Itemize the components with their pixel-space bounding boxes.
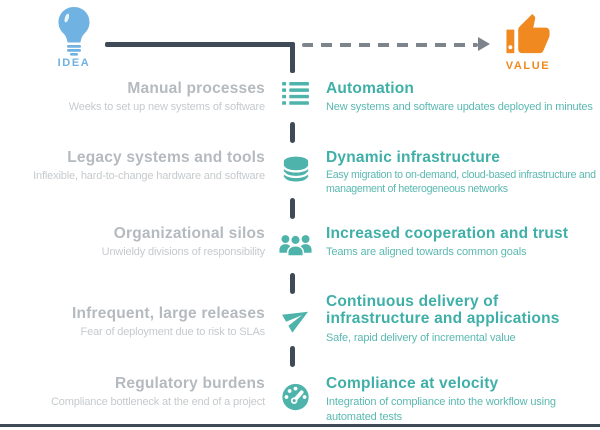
- connector-dash: [290, 122, 295, 143]
- new-practice-desc: Easy migration to on-demand, cloud-based…: [326, 169, 596, 196]
- old-practice: Manual processes Weeks to set up new sys…: [0, 80, 265, 115]
- lightbulb-icon: [58, 7, 90, 56]
- flow-line-elbow: [290, 42, 295, 73]
- idea-label: IDEA: [57, 57, 91, 69]
- value-label: VALUE: [505, 60, 551, 72]
- transformation-row-infrequent-releases: Infrequent, large releases Fear of deplo…: [0, 293, 600, 345]
- bottom-divider: [0, 424, 600, 427]
- new-practice-title: Automation: [326, 80, 415, 97]
- row-icon-wrap: [265, 293, 326, 345]
- old-practice: Infrequent, large releases Fear of deplo…: [0, 293, 265, 345]
- flow-arrowhead: [478, 37, 490, 51]
- new-practice: Dynamic infrastructure Easy migration to…: [326, 149, 600, 197]
- flow-line-solid: [105, 42, 293, 47]
- old-practice-desc: Inflexible, hard-to-change hardware and …: [33, 170, 265, 183]
- row-icon-wrap: [265, 80, 326, 115]
- new-practice-title: Continuous delivery of infrastructure an…: [326, 293, 560, 328]
- new-practice: Compliance at velocity Integration of co…: [326, 375, 600, 424]
- connector-dash: [290, 346, 295, 367]
- flow-line-dashed: [302, 42, 478, 47]
- gauge-icon: [282, 383, 309, 411]
- new-practice: Automation New systems and software upda…: [326, 80, 600, 115]
- new-practice: Continuous delivery of infrastructure an…: [326, 293, 600, 345]
- new-practice: Increased cooperation and trust Teams ar…: [326, 225, 600, 260]
- paper-plane-icon: [281, 311, 308, 333]
- database-icon: [282, 156, 309, 184]
- old-practice-title: Organizational silos: [113, 225, 265, 242]
- list-icon: [282, 82, 309, 105]
- old-practice-desc: Fear of deployment due to risk to SLAs: [80, 326, 266, 339]
- transformation-row-organizational-silos: Organizational silos Unwieldy divisions …: [0, 225, 600, 260]
- new-practice-title: Increased cooperation and trust: [326, 225, 569, 242]
- old-practice-title: Manual processes: [127, 80, 265, 97]
- row-icon-wrap: [265, 225, 326, 260]
- new-practice-desc: New systems and software updates deploye…: [326, 101, 593, 114]
- transformation-row-regulatory-burdens: Regulatory burdens Compliance bottleneck…: [0, 375, 600, 424]
- connector-dash: [290, 198, 295, 219]
- transformation-row-manual-processes: Manual processes Weeks to set up new sys…: [0, 80, 600, 115]
- old-practice-title: Regulatory burdens: [114, 375, 265, 392]
- old-practice: Organizational silos Unwieldy divisions …: [0, 225, 265, 260]
- old-practice: Legacy systems and tools Inflexible, har…: [0, 149, 265, 197]
- new-practice-title: Dynamic infrastructure: [326, 149, 501, 166]
- row-icon-wrap: [265, 375, 326, 424]
- old-practice-desc: Compliance bottleneck at the end of a pr…: [51, 396, 265, 409]
- new-practice-desc: Safe, rapid delivery of incremental valu…: [326, 331, 516, 344]
- new-practice-title: Compliance at velocity: [326, 375, 499, 392]
- old-practice-title: Legacy systems and tools: [67, 149, 265, 166]
- new-practice-desc: Teams are aligned towards common goals: [326, 246, 527, 259]
- new-practice-desc: Integration of compliance into the workf…: [326, 396, 556, 423]
- old-practice: Regulatory burdens Compliance bottleneck…: [0, 375, 265, 424]
- transformation-row-legacy-systems: Legacy systems and tools Inflexible, har…: [0, 149, 600, 197]
- old-practice-title: Infrequent, large releases: [71, 305, 265, 322]
- old-practice-desc: Weeks to set up new systems of software: [68, 101, 265, 114]
- team-icon: [279, 234, 312, 257]
- row-icon-wrap: [265, 149, 326, 197]
- thumbs-up-icon: [506, 13, 550, 54]
- old-practice-desc: Unwieldy divisions of responsibility: [101, 246, 265, 259]
- connector-dash: [290, 273, 295, 294]
